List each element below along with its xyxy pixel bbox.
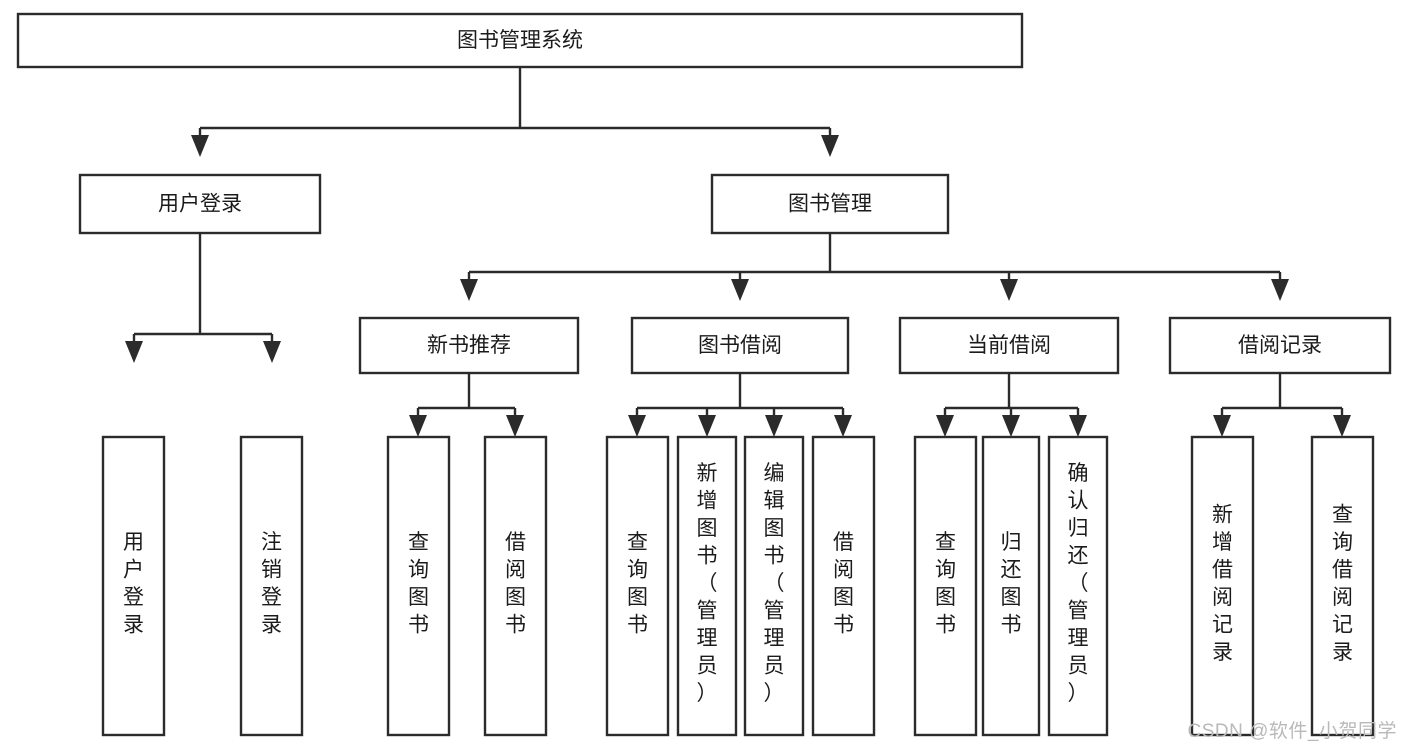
node-label-leaf-user-logout: 注销登录	[261, 531, 282, 637]
arrow-head-icon	[628, 415, 646, 437]
node-cb-confirm[interactable]: 确认归还（管理员）	[1047, 435, 1109, 737]
node-book-manage[interactable]: 图书管理	[710, 173, 950, 235]
connector-root-to-level2	[191, 67, 839, 157]
node-label-new-book-rec: 新书推荐	[427, 334, 511, 357]
node-box-bb-borrow[interactable]	[811, 435, 876, 737]
csdn-watermark: CSDN @软件_小贺同学	[1187, 721, 1397, 742]
node-box-br-add[interactable]	[1190, 435, 1255, 737]
node-box-root[interactable]	[16, 12, 1024, 69]
node-box-borrow-record[interactable]	[1168, 316, 1392, 375]
node-leaf-user-logout[interactable]: 注销登录	[239, 435, 304, 737]
node-box-bb-add[interactable]	[676, 435, 738, 737]
arrow-head-icon	[936, 415, 954, 437]
node-cb-return[interactable]: 归还图书	[981, 435, 1041, 737]
node-box-nb-borrow[interactable]	[483, 435, 548, 737]
node-leaf-user-login[interactable]: 用户登录	[101, 435, 166, 737]
node-label-nb-query: 查询图书	[408, 531, 429, 637]
node-box-cb-confirm[interactable]	[1047, 435, 1109, 737]
arrow-head-icon	[409, 415, 427, 437]
node-label-nb-borrow: 借阅图书	[505, 531, 526, 637]
arrow-head-icon	[1333, 415, 1351, 437]
node-nb-borrow[interactable]: 借阅图书	[483, 435, 548, 737]
node-nb-query[interactable]: 查询图书	[386, 435, 451, 737]
arrow-head-icon	[506, 415, 524, 437]
arrow-head-icon	[263, 341, 281, 363]
arrow-head-icon	[698, 415, 716, 437]
node-box-br-query[interactable]	[1310, 435, 1375, 737]
arrow-head-icon	[821, 135, 839, 157]
connector-user-login-to-leaves	[125, 233, 281, 363]
node-label-cb-query: 查询图书	[935, 531, 956, 637]
node-label-bb-add: 新增图书（管理员）	[697, 462, 718, 705]
node-label-book-borrow: 图书借阅	[698, 334, 782, 357]
arrow-head-icon	[1002, 415, 1020, 437]
node-current-borrow[interactable]: 当前借阅	[898, 316, 1120, 375]
node-bb-edit[interactable]: 编辑图书（管理员）	[743, 435, 805, 737]
node-box-nb-query[interactable]	[386, 435, 451, 737]
connector-borrow-record-to-leaves	[1213, 373, 1351, 437]
node-box-cb-return[interactable]	[981, 435, 1041, 737]
node-box-new-book-rec[interactable]	[358, 316, 580, 375]
arrow-head-icon	[191, 135, 209, 157]
arrow-head-icon	[125, 341, 143, 363]
node-box-leaf-user-login[interactable]	[101, 435, 166, 737]
node-boxes-layer: 图书管理系统用户登录图书管理新书推荐图书借阅当前借阅借阅记录用户登录注销登录查询…	[16, 12, 1392, 737]
arrow-head-icon	[731, 279, 749, 301]
connector-current-borrow-to-leaves	[936, 373, 1087, 437]
node-box-book-manage[interactable]	[710, 173, 950, 235]
node-book-borrow[interactable]: 图书借阅	[630, 316, 850, 375]
arrow-head-icon	[765, 415, 783, 437]
node-box-leaf-user-logout[interactable]	[239, 435, 304, 737]
node-bb-query[interactable]: 查询图书	[605, 435, 670, 737]
arrow-head-icon	[834, 415, 852, 437]
node-label-book-manage: 图书管理	[788, 193, 872, 216]
node-box-current-borrow[interactable]	[898, 316, 1120, 375]
node-box-user-login[interactable]	[78, 173, 322, 235]
node-label-borrow-record: 借阅记录	[1238, 334, 1322, 357]
connector-book-manage-to-level3	[460, 233, 1289, 301]
connector-book-borrow-to-leaves	[628, 373, 852, 437]
arrow-head-icon	[1213, 415, 1231, 437]
node-cb-query[interactable]: 查询图书	[913, 435, 978, 737]
node-br-add[interactable]: 新增借阅记录	[1190, 435, 1255, 737]
arrow-head-icon	[1069, 415, 1087, 437]
node-box-bb-query[interactable]	[605, 435, 670, 737]
node-label-cb-return: 归还图书	[1001, 531, 1022, 637]
node-root[interactable]: 图书管理系统	[16, 12, 1024, 69]
node-label-bb-query: 查询图书	[627, 531, 648, 637]
node-bb-add[interactable]: 新增图书（管理员）	[676, 435, 738, 737]
node-box-bb-edit[interactable]	[743, 435, 805, 737]
arrow-head-icon	[1000, 279, 1018, 301]
node-box-book-borrow[interactable]	[630, 316, 850, 375]
node-borrow-record[interactable]: 借阅记录	[1168, 316, 1392, 375]
arrow-head-icon	[1271, 279, 1289, 301]
node-new-book-rec[interactable]: 新书推荐	[358, 316, 580, 375]
connector-lines-layer	[125, 67, 1351, 437]
node-label-bb-edit: 编辑图书（管理员）	[764, 462, 785, 705]
node-label-user-login: 用户登录	[158, 193, 242, 216]
node-label-leaf-user-login: 用户登录	[123, 531, 144, 637]
node-user-login[interactable]: 用户登录	[78, 173, 322, 235]
node-label-bb-borrow: 借阅图书	[833, 531, 854, 637]
node-box-cb-query[interactable]	[913, 435, 978, 737]
node-label-current-borrow: 当前借阅	[967, 334, 1051, 357]
arrow-head-icon	[460, 279, 478, 301]
node-label-br-add: 新增借阅记录	[1212, 503, 1233, 664]
node-label-root: 图书管理系统	[457, 29, 583, 52]
node-bb-borrow[interactable]: 借阅图书	[811, 435, 876, 737]
node-br-query[interactable]: 查询借阅记录	[1310, 435, 1375, 737]
node-label-cb-confirm: 确认归还（管理员）	[1068, 462, 1089, 705]
connector-new-book-rec-to-leaves	[409, 373, 524, 437]
node-label-br-query: 查询借阅记录	[1332, 503, 1353, 664]
